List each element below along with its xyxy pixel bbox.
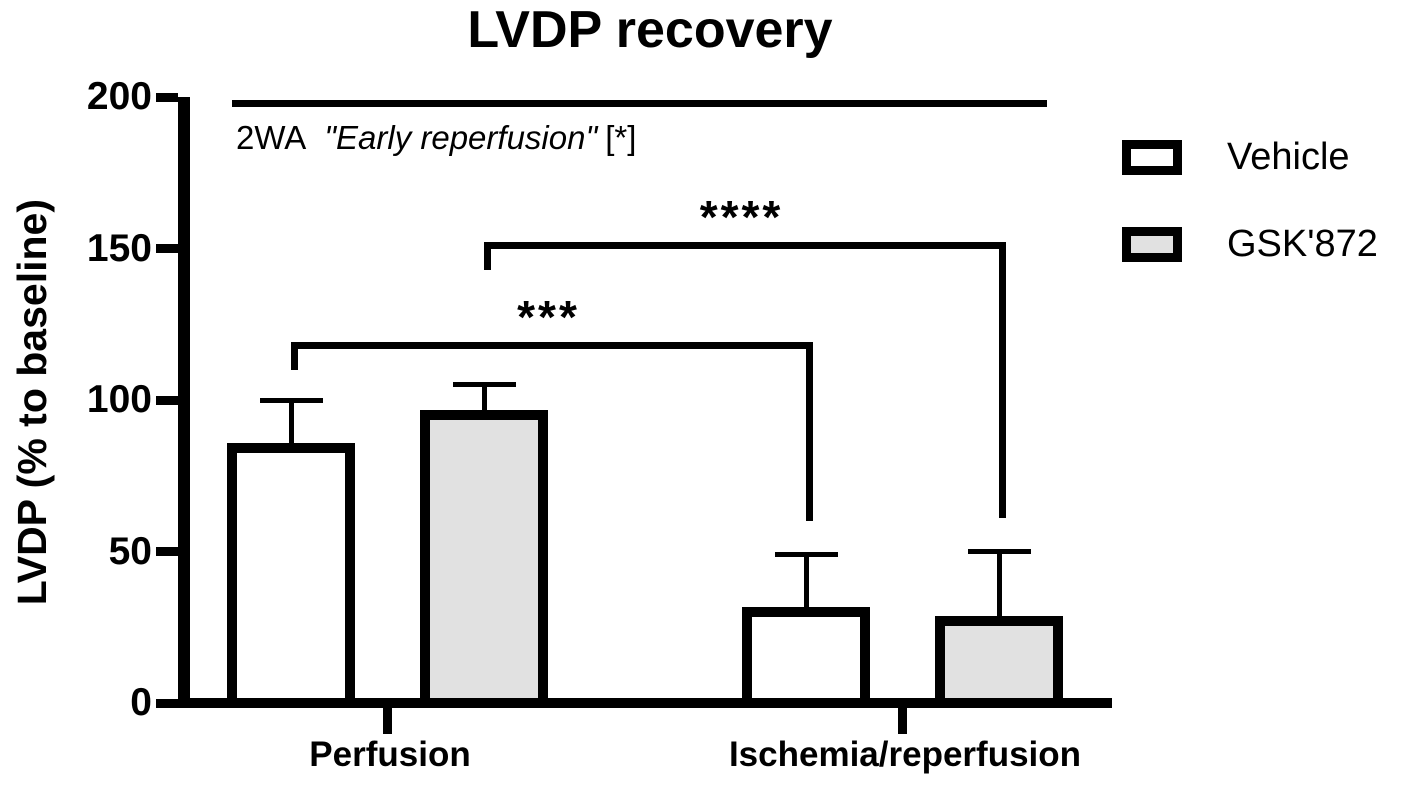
- significance-stars: ****: [699, 191, 784, 244]
- x-category-label-ischemia-reperfusion: Ischemia/reperfusion: [728, 735, 1082, 774]
- chart-title: LVDP recovery: [467, 1, 833, 59]
- anova-annotation-italic: "Early reperfusion": [324, 119, 598, 156]
- significance-stars: ***: [517, 291, 580, 344]
- error-bar-cap: [259, 397, 323, 403]
- bar-perfusion-vehicle: [227, 443, 355, 708]
- y-axis-tick: [156, 547, 178, 556]
- x-axis-line: [178, 698, 1112, 708]
- error-bar-line: [481, 384, 487, 416]
- legend: Vehicle GSK'872: [1122, 138, 1378, 263]
- legend-item-gsk872: GSK'872: [1122, 225, 1378, 263]
- error-bar-cap: [967, 549, 1031, 554]
- significance-bracket-left-tick: [291, 342, 298, 370]
- error-bar-line: [803, 554, 809, 613]
- bar-perfusion-gsk-872: [420, 410, 548, 708]
- y-axis-tick: [156, 395, 178, 405]
- x-category-label-perfusion: Perfusion: [309, 735, 471, 774]
- legend-label-vehicle: Vehicle: [1227, 136, 1350, 178]
- anova-annotation: 2WA "Early reperfusion"[*]: [236, 119, 636, 157]
- legend-swatch-vehicle: [1122, 139, 1182, 175]
- y-axis-line: [178, 97, 190, 708]
- error-bar-cap: [774, 552, 838, 558]
- y-axis-tick-label: 100: [86, 378, 152, 421]
- y-axis-tick: [156, 698, 178, 708]
- y-axis-tick: [156, 92, 178, 102]
- legend-item-vehicle: Vehicle: [1122, 138, 1378, 176]
- error-bar-line: [996, 551, 1002, 622]
- anova-bracket-line: [232, 100, 1047, 107]
- significance-bracket-line: [291, 342, 813, 350]
- x-axis-group-tick: [383, 708, 392, 734]
- anova-annotation-suffix: [*]: [605, 119, 637, 156]
- legend-label-gsk872: GSK'872: [1227, 223, 1378, 265]
- y-axis-tick-label: 50: [108, 529, 152, 573]
- significance-bracket-right-tick: [806, 342, 813, 522]
- error-bar-line: [288, 400, 294, 449]
- significance-bracket-line: [484, 242, 1006, 250]
- y-axis-tick-label: 0: [130, 681, 152, 724]
- y-axis-tick: [156, 244, 178, 253]
- legend-swatch-gsk872: [1122, 226, 1182, 262]
- y-axis-tick-label: 200: [86, 75, 152, 118]
- bar-ischemia-reperfusion-vehicle: [742, 607, 870, 708]
- y-axis-tick-label: 150: [86, 226, 152, 270]
- anova-annotation-prefix: 2WA: [236, 119, 307, 156]
- x-axis-group-tick: [898, 708, 907, 734]
- significance-bracket-left-tick: [484, 242, 491, 270]
- significance-bracket-right-tick: [999, 242, 1006, 519]
- bar-ischemia-reperfusion-gsk-872: [935, 616, 1063, 708]
- error-bar-cap: [452, 382, 516, 388]
